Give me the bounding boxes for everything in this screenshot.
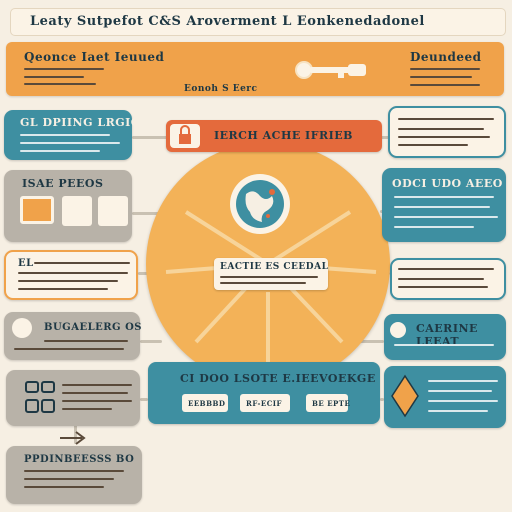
left-panel-4-title: BUGAELERG OS — [44, 322, 143, 333]
server-icon — [25, 381, 55, 413]
diamond-icon — [391, 374, 419, 418]
left-panel-2-title: ISAE PEEOS — [22, 177, 104, 190]
circle-spokes — [165, 210, 377, 382]
right-panel-1 — [388, 106, 506, 158]
orange-square-icon — [20, 196, 54, 224]
center-button-1-label: EEBBBD — [188, 399, 226, 408]
right-panel-4 — [384, 314, 506, 360]
padlock-icon — [170, 124, 200, 148]
globe-icon — [230, 174, 290, 234]
circle-icon — [12, 318, 32, 338]
center-bottom-banner — [148, 362, 380, 424]
right-panel-2-title: ODCI UDO AEEO — [392, 177, 503, 190]
left-panel-6-title: PPDINBEESSS BO — [24, 454, 135, 465]
center-top-banner-label: IERCH ACHE IFRIEB — [214, 129, 353, 142]
top-banner-left-title: Qeonce Iaet Ieuued — [24, 50, 165, 64]
center-bottom-banner-label: CI DOO LSOTE E.IEEVOEKGE — [180, 372, 376, 385]
center-button-2[interactable] — [240, 394, 290, 412]
center-button-3[interactable] — [306, 394, 348, 412]
left-panel-3-title: EL — [18, 258, 34, 269]
title-bar — [10, 8, 506, 36]
right-panel-2 — [382, 168, 506, 242]
image-thumb — [98, 196, 128, 226]
left-panel-3 — [4, 250, 138, 300]
center-button-3-label: BE EPTE — [312, 399, 351, 408]
key-icon — [295, 61, 366, 79]
center-label-card — [214, 258, 328, 290]
info-icon — [390, 322, 406, 338]
center-button-1[interactable] — [182, 394, 228, 412]
center-label-card-title: EACTIE ES CEEDAL — [220, 262, 329, 272]
left-panel-5 — [6, 370, 140, 426]
center-top-banner — [166, 120, 382, 152]
top-banner-center-label: Eonoh S Eerc — [184, 84, 258, 94]
image-thumb — [62, 196, 92, 226]
left-panel-6 — [6, 446, 142, 504]
left-panel-1-title: GL DPIING LRGIO — [20, 116, 141, 129]
arrow-icon — [60, 431, 86, 445]
center-button-2-label: RF-ECIF — [246, 399, 283, 408]
diagram-title: Leaty Sutpefot C&S Aroverment L Eonkened… — [30, 14, 425, 29]
top-banner-right-title: Deundeed — [410, 50, 482, 64]
